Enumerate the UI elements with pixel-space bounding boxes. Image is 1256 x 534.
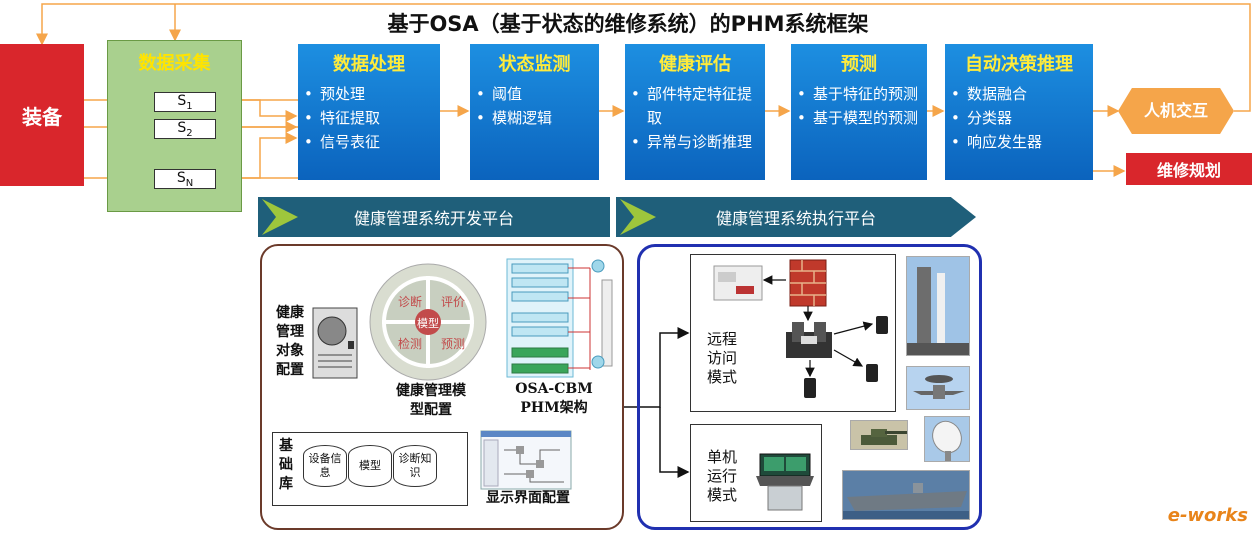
base-library-label: 基础库 bbox=[279, 438, 293, 492]
step-item: 特征提取 bbox=[304, 106, 440, 130]
chevron-icon bbox=[262, 199, 298, 235]
step-decision-reasoning: 自动决策推理 数据融合分类器响应发生器 bbox=[945, 44, 1093, 180]
step-title: 数据处理 bbox=[333, 54, 405, 75]
dev-platform-band: 健康管理系统开发平台 bbox=[258, 197, 610, 237]
arrow-to-remote bbox=[624, 327, 690, 408]
sensor-s2: S2 bbox=[154, 119, 216, 139]
step-item: 分类器 bbox=[951, 106, 1093, 130]
sensor-sn: SN bbox=[154, 169, 216, 189]
data-collection-title: 数据采集 bbox=[138, 53, 211, 74]
hmi-block: 人机交互 bbox=[1118, 88, 1234, 134]
feedback-loop-line bbox=[36, 3, 1251, 112]
wheel-segment-diagnosis: 诊断 bbox=[397, 295, 422, 309]
wheel-segment-prediction: 预测 bbox=[440, 337, 465, 351]
step-item: 基于模型的预测 bbox=[797, 106, 921, 130]
step-item: 模糊逻辑 bbox=[476, 106, 599, 130]
step-item: 基于特征的预测 bbox=[797, 82, 921, 106]
model-config-label: 健康管理模型配置 bbox=[396, 383, 466, 418]
aircraft-photo bbox=[906, 366, 970, 410]
step-title: 自动决策推理 bbox=[965, 54, 1073, 75]
library-diagnosis-knowledge: 诊断知识 bbox=[393, 445, 437, 487]
step-title: 状态监测 bbox=[498, 54, 571, 75]
wheel-center-model: 模型 bbox=[417, 317, 439, 330]
standalone-label: 单机运行模式 bbox=[707, 448, 738, 504]
step-item: 信号表征 bbox=[304, 130, 440, 154]
maintenance-block: 维修规划 bbox=[1126, 153, 1252, 185]
step-prediction: 预测 基于特征的预测基于模型的预测 bbox=[791, 44, 927, 180]
arrow-to-standalone bbox=[659, 407, 690, 478]
rocket-launch-photo bbox=[906, 256, 970, 356]
step-item: 数据融合 bbox=[951, 82, 1093, 106]
wheel-segment-evaluation: 评价 bbox=[440, 295, 465, 309]
model-wheel bbox=[369, 263, 487, 381]
diagram-title: 基于OSA（基于状态的维修系统）的PHM系统框架 bbox=[387, 12, 869, 36]
console-icon bbox=[756, 453, 814, 511]
step-item: 预处理 bbox=[304, 82, 440, 106]
ui-config-label: 显示界面配置 bbox=[486, 490, 570, 506]
ui-screenshot-icon bbox=[480, 430, 572, 490]
wheel-segment-detection: 检测 bbox=[397, 337, 422, 351]
equipment-block: 装备 bbox=[0, 44, 84, 186]
step-item: 异常与诊断推理 bbox=[631, 130, 759, 154]
step-title: 健康评估 bbox=[659, 54, 731, 75]
step-item: 响应发生器 bbox=[951, 130, 1093, 154]
chevron-icon bbox=[620, 199, 656, 235]
dev-platform-panel bbox=[260, 244, 624, 530]
remote-network-icon bbox=[713, 259, 888, 398]
tank-photo bbox=[850, 420, 908, 450]
step-state-monitoring: 状态监测 阈值模糊逻辑 bbox=[470, 44, 599, 180]
step-title: 预测 bbox=[841, 54, 877, 75]
step-data-processing: 数据处理 预处理特征提取信号表征 bbox=[298, 44, 440, 180]
osa-cbm-label: OSA-CBM PHM架构 bbox=[515, 381, 593, 416]
exec-platform-panel bbox=[637, 244, 982, 530]
aircraft-carrier-photo bbox=[842, 470, 970, 520]
step-health-assessment: 健康评估 部件特定特征提取异常与诊断推理 bbox=[625, 44, 765, 180]
dev-platform-label: 健康管理系统开发平台 bbox=[353, 209, 514, 228]
circuit-board-icon bbox=[312, 307, 358, 379]
library-model: 模型 bbox=[348, 445, 392, 487]
osa-cbm-architecture-icon bbox=[506, 258, 613, 378]
object-config-label: 健康管理对象配置 bbox=[276, 305, 304, 378]
remote-access-label: 远程访问模式 bbox=[707, 330, 738, 386]
step-item: 阈值 bbox=[476, 82, 599, 106]
step-item: 部件特定特征提取 bbox=[631, 82, 759, 130]
sensor-s1: S1 bbox=[154, 92, 216, 112]
library-device-info: 设备信息 bbox=[303, 445, 347, 487]
exec-platform-band: 健康管理系统执行平台 bbox=[616, 197, 976, 237]
data-collection-block: 数据采集 S1 S2 SN bbox=[107, 40, 242, 212]
exec-platform-label: 健康管理系统执行平台 bbox=[715, 209, 876, 228]
radar-dish-photo bbox=[924, 416, 970, 462]
eworks-logo: e-works bbox=[1167, 505, 1248, 526]
